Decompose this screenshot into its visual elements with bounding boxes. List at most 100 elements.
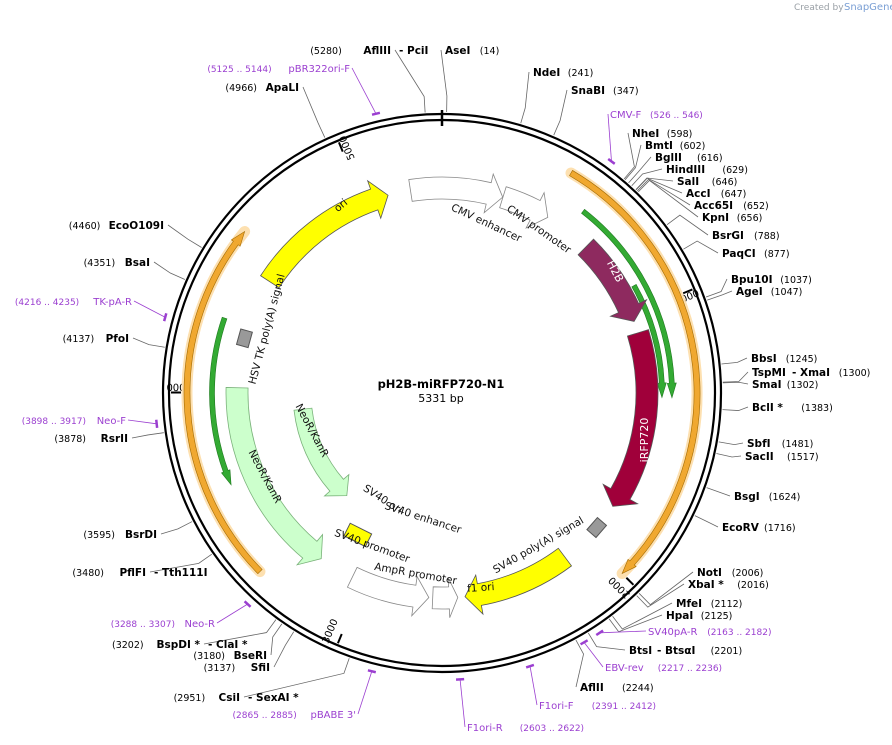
primer-name-ebv-rev[interactable]: EBV-rev (605, 663, 644, 674)
site-name-bsrdi[interactable]: BsrDI (125, 529, 157, 541)
site-name-sacii[interactable]: SacII (745, 451, 774, 463)
site-position-sacii: (1517) (787, 452, 819, 463)
site-extra-afliii[interactable]: - PciI (399, 45, 428, 57)
site-name-pflfi[interactable]: PflFI (119, 567, 146, 579)
site-position-nhei: (598) (667, 129, 693, 140)
site-name-nhei[interactable]: NheI (632, 128, 659, 140)
site-leader-bmti (624, 144, 642, 181)
tick-label-3000: 3000 (321, 618, 341, 646)
site-extra-pflfi[interactable]: - Tth111I (154, 567, 208, 579)
site-leader-btsi (587, 632, 626, 651)
site-name-smai[interactable]: SmaI (752, 379, 782, 391)
site-name-bspdi[interactable]: BspDI * (156, 639, 200, 651)
site-name-apali[interactable]: ApaLI (266, 82, 299, 94)
primer-mark-sv40pa-r (595, 629, 604, 637)
site-name-hpai[interactable]: HpaI (666, 610, 693, 622)
site-name-bsgi[interactable]: BsgI (734, 491, 760, 503)
primer-mark-f1ori-f (525, 663, 535, 669)
site-name-kpni[interactable]: KpnI (702, 212, 729, 224)
site-position-pfoi: (4137) (63, 334, 95, 345)
site-name-bseri[interactable]: BseRI (234, 650, 267, 662)
primer-name-cmv-f[interactable]: CMV-F (610, 110, 641, 121)
site-name-bpu10i[interactable]: Bpu10I (731, 274, 773, 286)
site-leader-nhei (623, 132, 635, 180)
site-name-bsai[interactable]: BsaI (125, 257, 150, 269)
feature-irfp720 (602, 329, 659, 507)
orf-halo-0 (565, 167, 703, 579)
primer-range-sv40pa-r: (2163 .. 2182) (707, 628, 771, 638)
site-name-ndei[interactable]: NdeI (533, 67, 560, 79)
site-leader-apali (302, 86, 326, 138)
site-position-paqci: (877) (764, 249, 790, 260)
site-extra-csii[interactable]: - SexAI * (248, 692, 299, 704)
site-name-ecorv[interactable]: EcoRV (722, 522, 760, 534)
primer-name-f1ori-r[interactable]: F1ori-R (467, 723, 503, 734)
site-position-bsrgi: (788) (754, 231, 780, 242)
site-position-tspmi: (1300) (839, 368, 871, 379)
site-extra-tspmi[interactable]: - XmaI (792, 367, 830, 379)
site-position-hpai: (2125) (701, 611, 733, 622)
site-name-afliii[interactable]: AflIII (363, 45, 391, 57)
site-position-noti: (2006) (732, 568, 764, 579)
feature-label-sv40-enhancer-10: SV40 enhancer (383, 500, 463, 536)
site-name-xbai[interactable]: XbaI * (688, 579, 724, 591)
site-position-acc65i: (652) (743, 201, 769, 212)
site-name-rsrii[interactable]: RsrII (101, 433, 128, 445)
site-name-agei[interactable]: AgeI (736, 286, 763, 298)
feature-label-f1-ori-6: f1 ori (467, 581, 495, 595)
backbone-ring (161, 110, 723, 674)
primer-name-sv40pa-r[interactable]: SV40pA-R (648, 627, 697, 638)
feature-sv40-poly-a-signal (586, 516, 608, 539)
site-name-asei[interactable]: AseI (445, 45, 470, 57)
primer-name-tk-pa-r[interactable]: TK-pA-R (92, 297, 132, 308)
primer-sites: CMV-F (526 .. 546) SV40pA-R (2163 .. 2182) E… (15, 64, 772, 734)
site-position-afliii: (5280) (310, 46, 342, 57)
site-name-bmti[interactable]: BmtI (645, 140, 673, 152)
site-name-bbsi[interactable]: BbsI (751, 353, 777, 365)
site-leader-sacii (716, 453, 742, 458)
primer-leader-ebv-rev (583, 642, 604, 668)
site-name-sali[interactable]: SalI (677, 176, 699, 188)
site-position-sfii: (3137) (204, 663, 236, 674)
site-leader-asei (440, 49, 448, 113)
feature-label-sv40-promoter-8: SV40 promoter (333, 527, 412, 566)
site-extra-btsi[interactable]: - BtsαI (657, 645, 695, 657)
primer-range-cmv-f: (526 .. 546) (650, 111, 703, 121)
primer-name-neo-f[interactable]: Neo-F (97, 416, 127, 427)
site-name-sfii[interactable]: SfiI (251, 662, 270, 674)
primer-name-pbr322ori-f[interactable]: pBR322ori-F (288, 64, 350, 75)
tick-label-5000: 5000 (338, 134, 358, 162)
site-position-btsi: (2201) (711, 646, 743, 657)
site-leader-rsrii (131, 432, 164, 439)
site-name-acc65i[interactable]: Acc65I (694, 200, 733, 212)
site-name-paqci[interactable]: PaqCI (722, 248, 756, 260)
site-name-bcli[interactable]: BclI * (752, 402, 783, 414)
feature-neor-kanr (293, 407, 350, 497)
primer-name-neo-r[interactable]: Neo-R (185, 619, 216, 630)
feature-arcs (181, 167, 703, 618)
site-name-sbfi[interactable]: SbfI (747, 438, 771, 450)
primer-mark-neo-f (155, 419, 159, 428)
site-name-noti[interactable]: NotI (697, 567, 722, 579)
primer-name-pbabe-3[interactable]: pBABE 3' (310, 710, 356, 721)
site-name-mfei[interactable]: MfeI (676, 598, 702, 610)
site-name-acci[interactable]: AccI (686, 188, 710, 200)
orf-arrow-0 (569, 170, 701, 575)
site-name-snabi[interactable]: SnaBI (571, 85, 605, 97)
site-name-csii[interactable]: CsiI (219, 692, 240, 704)
site-name-aflii[interactable]: AflII (580, 682, 604, 694)
site-name-pfoi[interactable]: PfoI (106, 333, 129, 345)
site-name-hindiii[interactable]: HindIII (666, 164, 705, 176)
site-name-bglii[interactable]: BglII (655, 152, 682, 164)
primer-range-pbr322ori-f: (5125 .. 5144) (207, 65, 271, 75)
site-name-ecoo109i[interactable]: EcoO109I (109, 220, 164, 232)
site-position-bcli: (1383) (801, 403, 833, 414)
site-name-btsi[interactable]: BtsI (629, 645, 652, 657)
site-position-aflii: (2244) (622, 683, 654, 694)
site-name-tspmi[interactable]: TspMI (752, 367, 786, 379)
primer-name-f1ori-f[interactable]: F1ori-F (539, 701, 574, 712)
site-name-bsrgi[interactable]: BsrGI (712, 230, 744, 242)
site-extra-bspdi[interactable]: - ClaI * (208, 639, 248, 651)
site-leader-pfoi (132, 337, 165, 348)
plasmid-length: 5331 bp (418, 392, 463, 405)
